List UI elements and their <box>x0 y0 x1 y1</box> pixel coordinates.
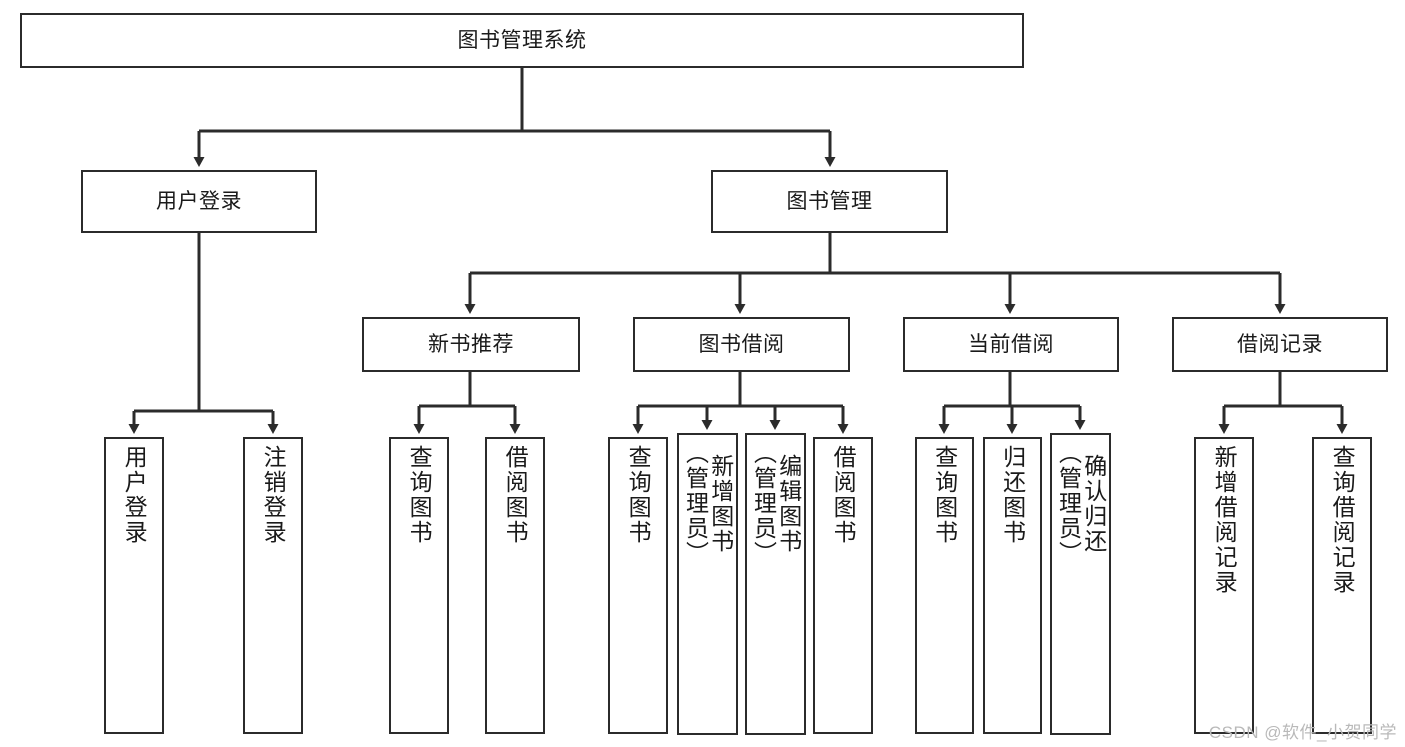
node-borrow-records-label: 借阅记录 <box>1237 332 1323 356</box>
leaf-query-book-current[interactable]: 查询图书 <box>915 437 974 734</box>
leaf-borrow-book[interactable]: 借阅图书 <box>813 437 873 734</box>
leaf-edit-book-admin-label: 编辑图书 （管理员） <box>750 441 802 566</box>
node-current-borrow[interactable]: 当前借阅 <box>903 317 1119 372</box>
leaf-query-borrow-record[interactable]: 查询借阅记录 <box>1312 437 1372 734</box>
node-book-management[interactable]: 图书管理 <box>711 170 948 233</box>
watermark: CSDN @软件_小贺同学 <box>1208 723 1397 742</box>
leaf-add-borrow-record[interactable]: 新增借阅记录 <box>1194 437 1254 734</box>
leaf-add-book-admin-label: 新增图书 （管理员） <box>682 441 734 566</box>
leaf-borrow-book-newbook[interactable]: 借阅图书 <box>485 437 545 734</box>
leaf-confirm-return-admin[interactable]: 确认归还 （管理员） <box>1050 433 1111 735</box>
leaf-add-book-admin[interactable]: 新增图书 （管理员） <box>677 433 738 735</box>
leaf-borrow-book-label: 借阅图书 <box>830 445 857 545</box>
leaf-confirm-return-admin-label: 确认归还 （管理员） <box>1055 441 1107 566</box>
leaf-query-borrow-record-label: 查询借阅记录 <box>1329 445 1356 595</box>
leaf-borrow-book-newbook-label: 借阅图书 <box>502 445 529 545</box>
leaf-return-book[interactable]: 归还图书 <box>983 437 1042 734</box>
leaf-return-book-label: 归还图书 <box>999 445 1026 545</box>
leaf-query-book-current-label: 查询图书 <box>931 445 958 545</box>
node-book-management-label: 图书管理 <box>786 189 873 213</box>
leaf-query-book-borrow-label: 查询图书 <box>625 445 652 545</box>
leaf-edit-book-admin[interactable]: 编辑图书 （管理员） <box>745 433 806 735</box>
node-root-label: 图书管理系统 <box>457 28 587 52</box>
node-user-login-label: 用户登录 <box>156 189 242 213</box>
leaf-query-book-borrow[interactable]: 查询图书 <box>608 437 668 734</box>
node-new-book-recommend-label: 新书推荐 <box>428 332 514 356</box>
node-current-borrow-label: 当前借阅 <box>968 332 1054 356</box>
node-new-book-recommend[interactable]: 新书推荐 <box>362 317 580 372</box>
node-user-login[interactable]: 用户登录 <box>81 170 317 233</box>
leaf-user-login-label: 用户登录 <box>121 445 148 545</box>
node-borrow-records[interactable]: 借阅记录 <box>1172 317 1388 372</box>
node-book-borrow-label: 图书借阅 <box>698 332 785 356</box>
node-root[interactable]: 图书管理系统 <box>20 13 1024 68</box>
leaf-user-login[interactable]: 用户登录 <box>104 437 164 734</box>
leaf-logout[interactable]: 注销登录 <box>243 437 303 734</box>
leaf-query-book-newbook-label: 查询图书 <box>406 445 433 545</box>
leaf-add-borrow-record-label: 新增借阅记录 <box>1211 445 1238 595</box>
leaf-logout-label: 注销登录 <box>260 445 287 545</box>
leaf-query-book-newbook[interactable]: 查询图书 <box>389 437 449 734</box>
node-book-borrow[interactable]: 图书借阅 <box>633 317 850 372</box>
